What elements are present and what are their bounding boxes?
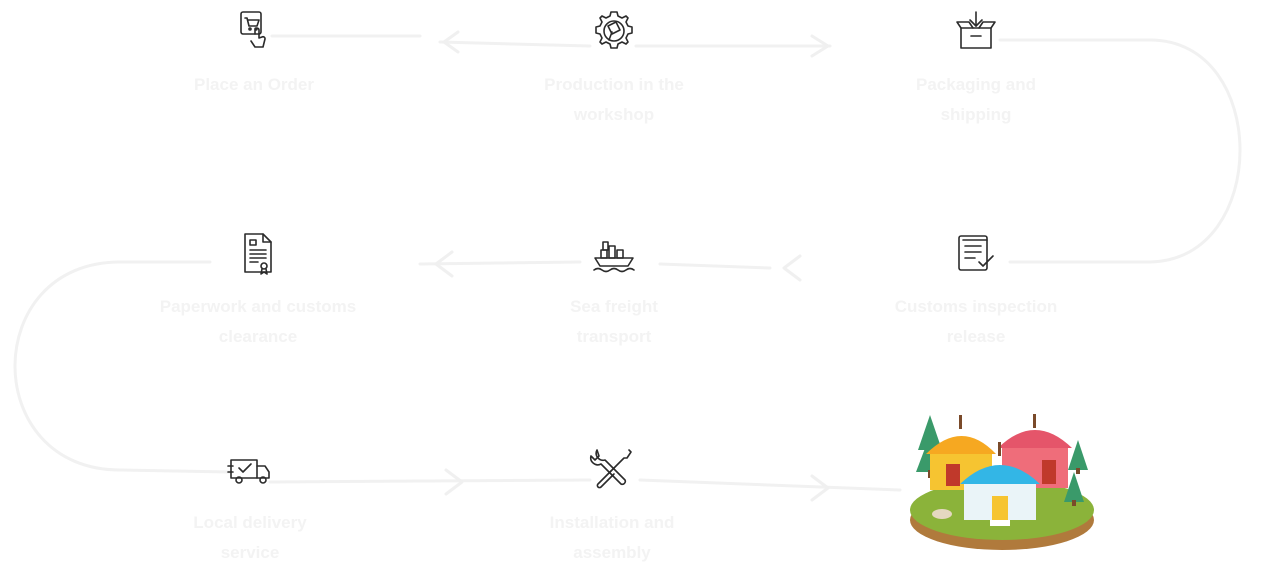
- step-installation[interactable]: Installation and assembly: [492, 446, 732, 568]
- tree-icon: [1068, 440, 1088, 474]
- arrow-right-icon: [810, 474, 830, 502]
- step-label: Installation and assembly: [549, 513, 675, 562]
- connector-8-final: [638, 478, 902, 492]
- connector-4-curve: [13, 260, 232, 474]
- step-label: Production in the workshop: [544, 75, 684, 124]
- delivery-truck-icon: [227, 446, 273, 492]
- step-place-order[interactable]: Place an Order: [134, 8, 374, 100]
- certificate-document-icon: [235, 230, 281, 276]
- step-label: Place an Order: [193, 75, 314, 94]
- step-label: Customs inspection release: [894, 297, 1058, 346]
- shopping-cart-tap-icon: [231, 8, 277, 54]
- box-packing-icon: [953, 8, 999, 54]
- connector-6-5: [658, 262, 772, 270]
- yurt-camp-illustration: [902, 410, 1102, 552]
- step-label: Paperwork and customs clearance: [159, 297, 357, 346]
- arrow-left-icon: [442, 30, 460, 54]
- arrow-right-icon: [810, 34, 830, 58]
- connector-3-curve: [998, 38, 1242, 264]
- step-local-delivery[interactable]: Local delivery service: [130, 446, 370, 568]
- step-sea-freight[interactable]: Sea freight transport: [494, 230, 734, 352]
- wrench-screwdriver-icon: [589, 446, 635, 492]
- step-label: Local delivery service: [193, 513, 307, 562]
- arrow-right-icon: [444, 468, 464, 496]
- connector-5-4: [418, 260, 582, 266]
- cargo-ship-icon: [591, 230, 637, 276]
- checklist-icon: [953, 230, 999, 276]
- step-customs-release[interactable]: Customs inspection release: [856, 230, 1096, 352]
- step-label: Sea freight transport: [570, 297, 658, 346]
- step-production[interactable]: Production in the workshop: [494, 8, 734, 130]
- tree-icon: [1064, 472, 1084, 506]
- arrow-left-icon: [434, 250, 454, 278]
- blue-yurt: [960, 442, 1040, 526]
- connector-7-8: [268, 478, 592, 484]
- step-label: Packaging and shipping: [916, 75, 1036, 124]
- step-paperwork[interactable]: Paperwork and customs clearance: [138, 230, 378, 352]
- arrow-left-icon: [782, 254, 802, 282]
- gear-tools-icon: [591, 8, 637, 54]
- step-packaging[interactable]: Packaging and shipping: [856, 8, 1096, 130]
- connector-2-arrow-left: [438, 40, 592, 48]
